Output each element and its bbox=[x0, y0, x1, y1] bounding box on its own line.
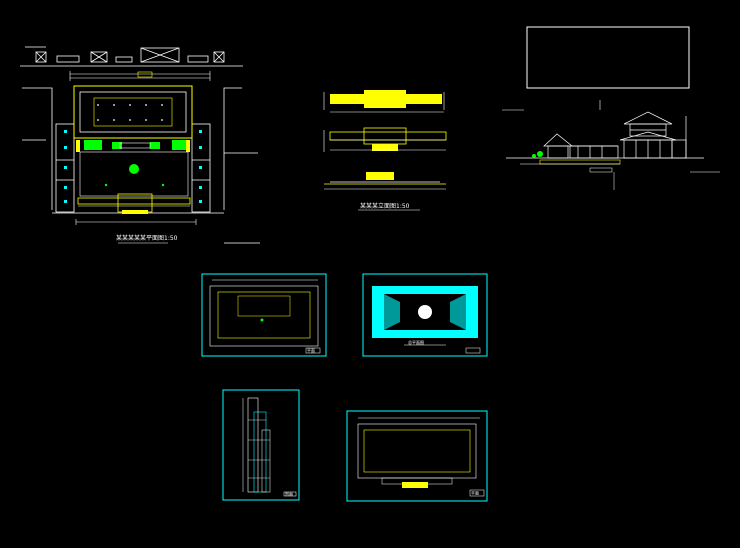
sheet-d-frame bbox=[346, 410, 488, 502]
sheet-c-caption: 剖面 bbox=[285, 491, 293, 497]
plan-shrub bbox=[161, 183, 165, 187]
plan-side-wings bbox=[55, 123, 211, 213]
sheet-b-circle bbox=[418, 305, 432, 319]
plan-shrub bbox=[104, 183, 108, 187]
sheet-c-frame bbox=[222, 389, 300, 501]
main-plan-title: 某某某某某平面图1:50 bbox=[116, 235, 178, 242]
plan-hall-columns bbox=[97, 104, 163, 121]
sheet-d-title-box bbox=[469, 489, 485, 497]
sheet-b-title-box bbox=[465, 347, 481, 354]
sheet-a-floor-plan[interactable]: 平面 bbox=[201, 273, 327, 357]
elevation-trees bbox=[532, 151, 543, 158]
sheet-b-caption: 总平面图 bbox=[408, 339, 424, 345]
sheet-a-hall bbox=[217, 291, 311, 339]
sheet-d-caption: 平面 bbox=[471, 491, 479, 496]
sheet-d-hall bbox=[363, 429, 471, 473]
sheet-c-wall bbox=[247, 397, 259, 493]
sheet-d-floor-plan[interactable]: 平面 bbox=[346, 410, 488, 502]
elevation-strip-1 bbox=[323, 90, 445, 113]
plan-bottom-dimension bbox=[75, 219, 197, 244]
plan-courtyard-tree bbox=[129, 164, 139, 174]
title-block-frame[interactable] bbox=[526, 26, 690, 89]
sheet-a-caption: 平面 bbox=[307, 348, 315, 353]
sheet-b-site-plan[interactable]: 总平面图 bbox=[362, 273, 488, 357]
main-site-plan[interactable]: 某某某某某平面图1:50 bbox=[20, 46, 260, 244]
elevation-right-annex bbox=[671, 116, 687, 159]
sheet-b-shape bbox=[450, 294, 466, 330]
sheet-c-section[interactable]: 剖面 bbox=[222, 389, 300, 501]
sheet-a-inner-hall bbox=[237, 295, 291, 317]
plan-green-band bbox=[76, 140, 190, 152]
elevation-left-pavilion bbox=[543, 133, 619, 159]
sheet-c-inner bbox=[261, 429, 271, 493]
sheet-b-frame bbox=[362, 273, 488, 357]
sheet-b-shape bbox=[384, 294, 400, 330]
elevation-label-box bbox=[589, 167, 613, 173]
elevation-strip-2 bbox=[323, 127, 447, 152]
sheet-c-title-box bbox=[283, 491, 297, 497]
plan-courtyard bbox=[79, 151, 189, 197]
plan-top-dimension bbox=[69, 71, 211, 81]
sheet-a-title-box bbox=[305, 347, 321, 354]
elevation-strip-3 bbox=[324, 172, 446, 211]
plan-wing-columns bbox=[64, 130, 202, 203]
sheet-a-marker bbox=[260, 318, 264, 322]
elevation-title: 某某某立面图1:50 bbox=[360, 202, 410, 210]
plan-top-symbol-strip bbox=[20, 46, 243, 67]
building-elevation[interactable] bbox=[506, 111, 720, 190]
sheet-a-outline bbox=[209, 285, 319, 347]
sheet-a-frame bbox=[201, 273, 327, 357]
elevation-pagoda bbox=[619, 111, 677, 159]
sheet-d-gate-block bbox=[402, 482, 428, 488]
sheet-c-stair bbox=[253, 411, 267, 493]
plan-top-marker bbox=[137, 71, 153, 78]
elevation-strips[interactable]: 某某某立面图1:50 bbox=[323, 90, 447, 211]
plan-gate bbox=[77, 193, 191, 214]
plan-main-hall bbox=[73, 85, 193, 139]
